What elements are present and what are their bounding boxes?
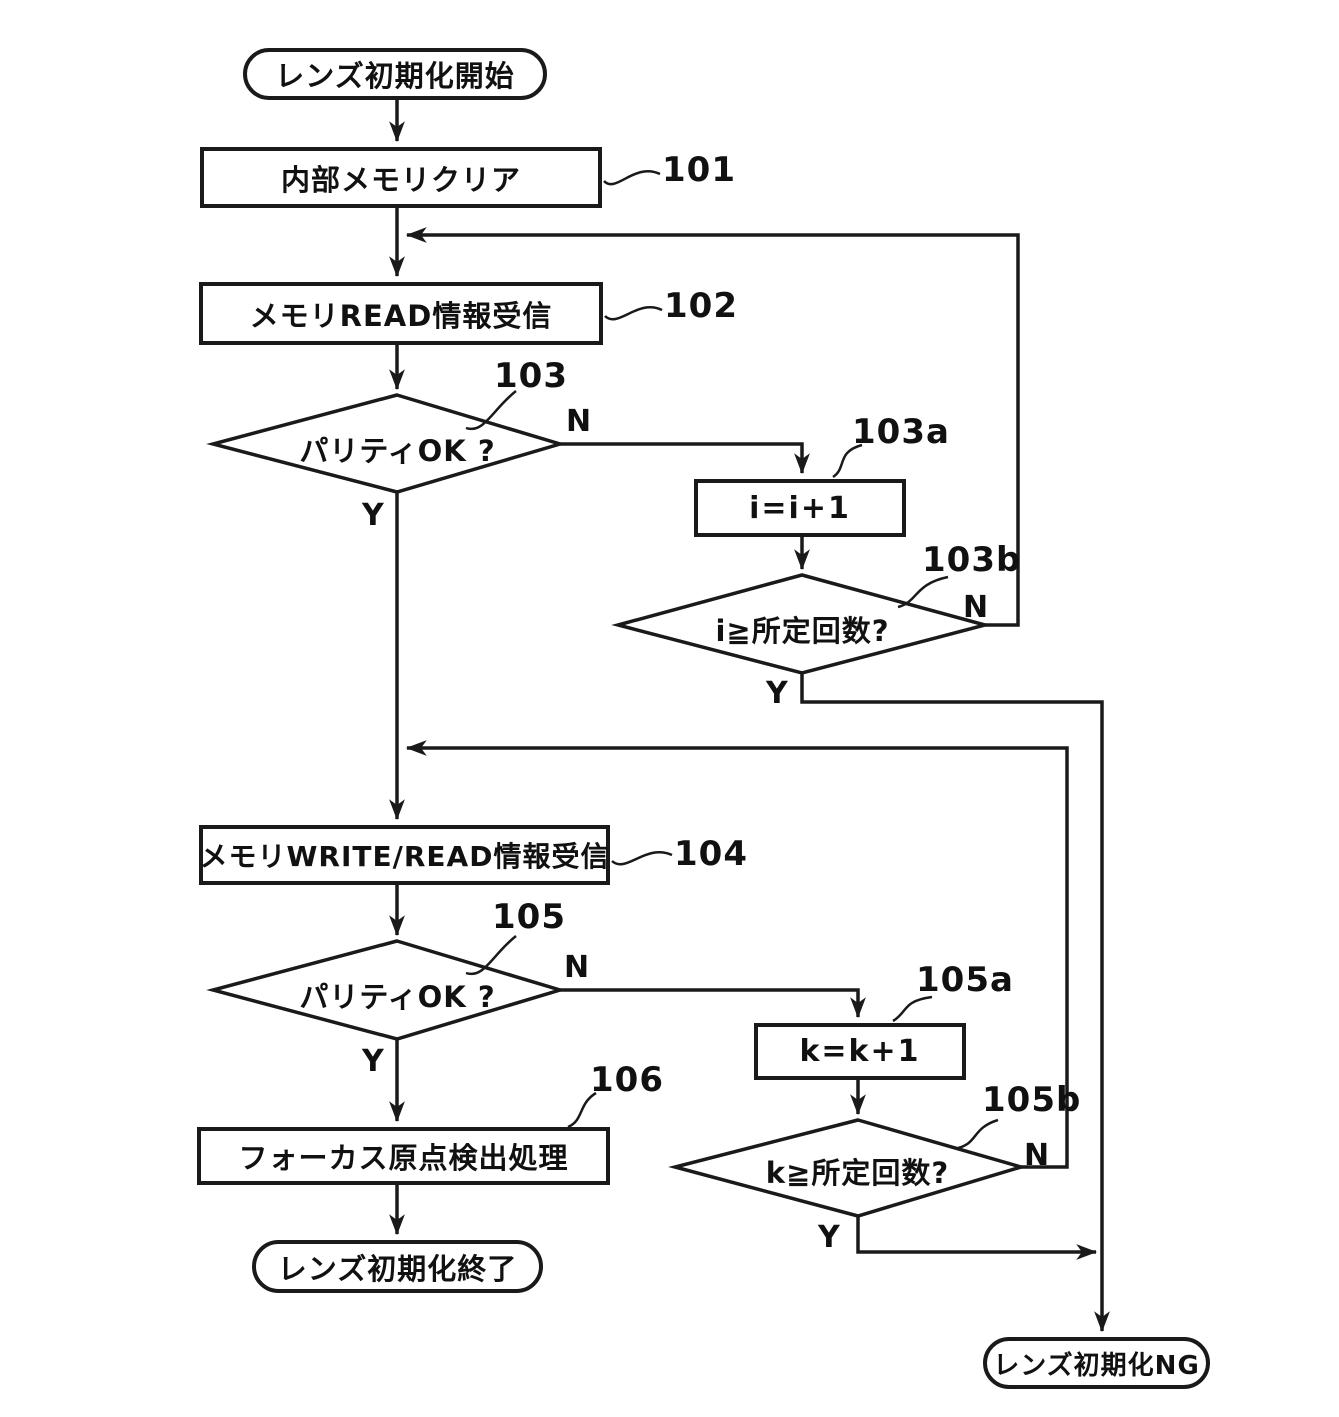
ref-103a: 103a [852, 412, 950, 452]
leader-104 [611, 851, 673, 866]
terminal-end: レンズ初期化終了 [252, 1240, 543, 1293]
process-101-label: 内部メモリクリア [280, 162, 521, 197]
terminal-start-label: レンズ初期化開始 [275, 59, 515, 93]
decision-105b-shape [668, 1118, 1028, 1218]
leader-105 [465, 935, 517, 976]
edge-103by-to-ng [800, 673, 1110, 1333]
terminal-ng: レンズ初期化NG [983, 1337, 1210, 1389]
ref-106: 106 [590, 1060, 664, 1100]
ref-102: 102 [664, 286, 738, 326]
leader-102 [604, 306, 663, 321]
process-105a: k=k+1 [754, 1023, 966, 1080]
ref-105a: 105a [916, 960, 1014, 1000]
process-103a: i=i+1 [694, 479, 906, 537]
leader-103b [897, 575, 949, 609]
decision-105b-label: k≧所定回数? [765, 1156, 950, 1190]
process-102-label: メモリREAD情報受信 [249, 298, 553, 333]
ref-105b: 105b [982, 1080, 1082, 1120]
edge-105by-to-ng [856, 1216, 1098, 1260]
leader-101 [603, 170, 661, 186]
edge-105bn-return [405, 740, 1069, 1169]
leader-106 [567, 1091, 597, 1129]
ref-104: 104 [674, 834, 748, 874]
decision-103b-label: i≧所定回数? [715, 614, 890, 648]
process-103a-label: i=i+1 [749, 490, 851, 526]
label-103-n: N [566, 404, 592, 439]
label-103b-n: N [963, 590, 989, 625]
process-106-label: フォーカス原点検出処理 [238, 1141, 569, 1175]
decision-103-shape [206, 393, 567, 494]
decision-105-label: パリティOK ? [299, 980, 496, 1014]
decision-103-label: パリティOK ? [299, 434, 496, 468]
label-105b-y: Y [818, 1220, 840, 1255]
ref-101: 101 [662, 150, 736, 190]
edge-103n-to-103a [560, 442, 810, 475]
edge-103bn-return [405, 227, 1020, 627]
process-106: フォーカス原点検出処理 [197, 1127, 610, 1185]
label-103b-y: Y [766, 676, 788, 711]
process-101: 内部メモリクリア [200, 147, 602, 208]
leader-105b [957, 1118, 999, 1150]
process-104: メモリWRITE/READ情報受信 [199, 825, 610, 885]
ref-103: 103 [494, 356, 568, 396]
terminal-end-label: レンズ初期化終了 [277, 1251, 518, 1286]
ref-105: 105 [492, 897, 566, 937]
decision-103b-shape [611, 573, 992, 675]
decision-105-shape [206, 939, 567, 1041]
leader-103 [465, 390, 517, 431]
process-104-label: メモリWRITE/READ情報受信 [199, 840, 610, 873]
label-105-y: Y [362, 1044, 384, 1079]
terminal-start: レンズ初期化開始 [243, 48, 547, 100]
edge-105n-to-105a [560, 988, 866, 1019]
leader-105a [892, 995, 933, 1023]
label-103-y: Y [362, 498, 384, 533]
label-105b-n: N [1024, 1138, 1050, 1173]
process-105a-label: k=k+1 [799, 1034, 921, 1069]
terminal-ng-label: レンズ初期化NG [993, 1350, 1200, 1381]
label-105-n: N [564, 950, 590, 985]
leader-103a [832, 443, 863, 479]
process-102: メモリREAD情報受信 [199, 282, 603, 345]
ref-103b: 103b [922, 540, 1022, 580]
